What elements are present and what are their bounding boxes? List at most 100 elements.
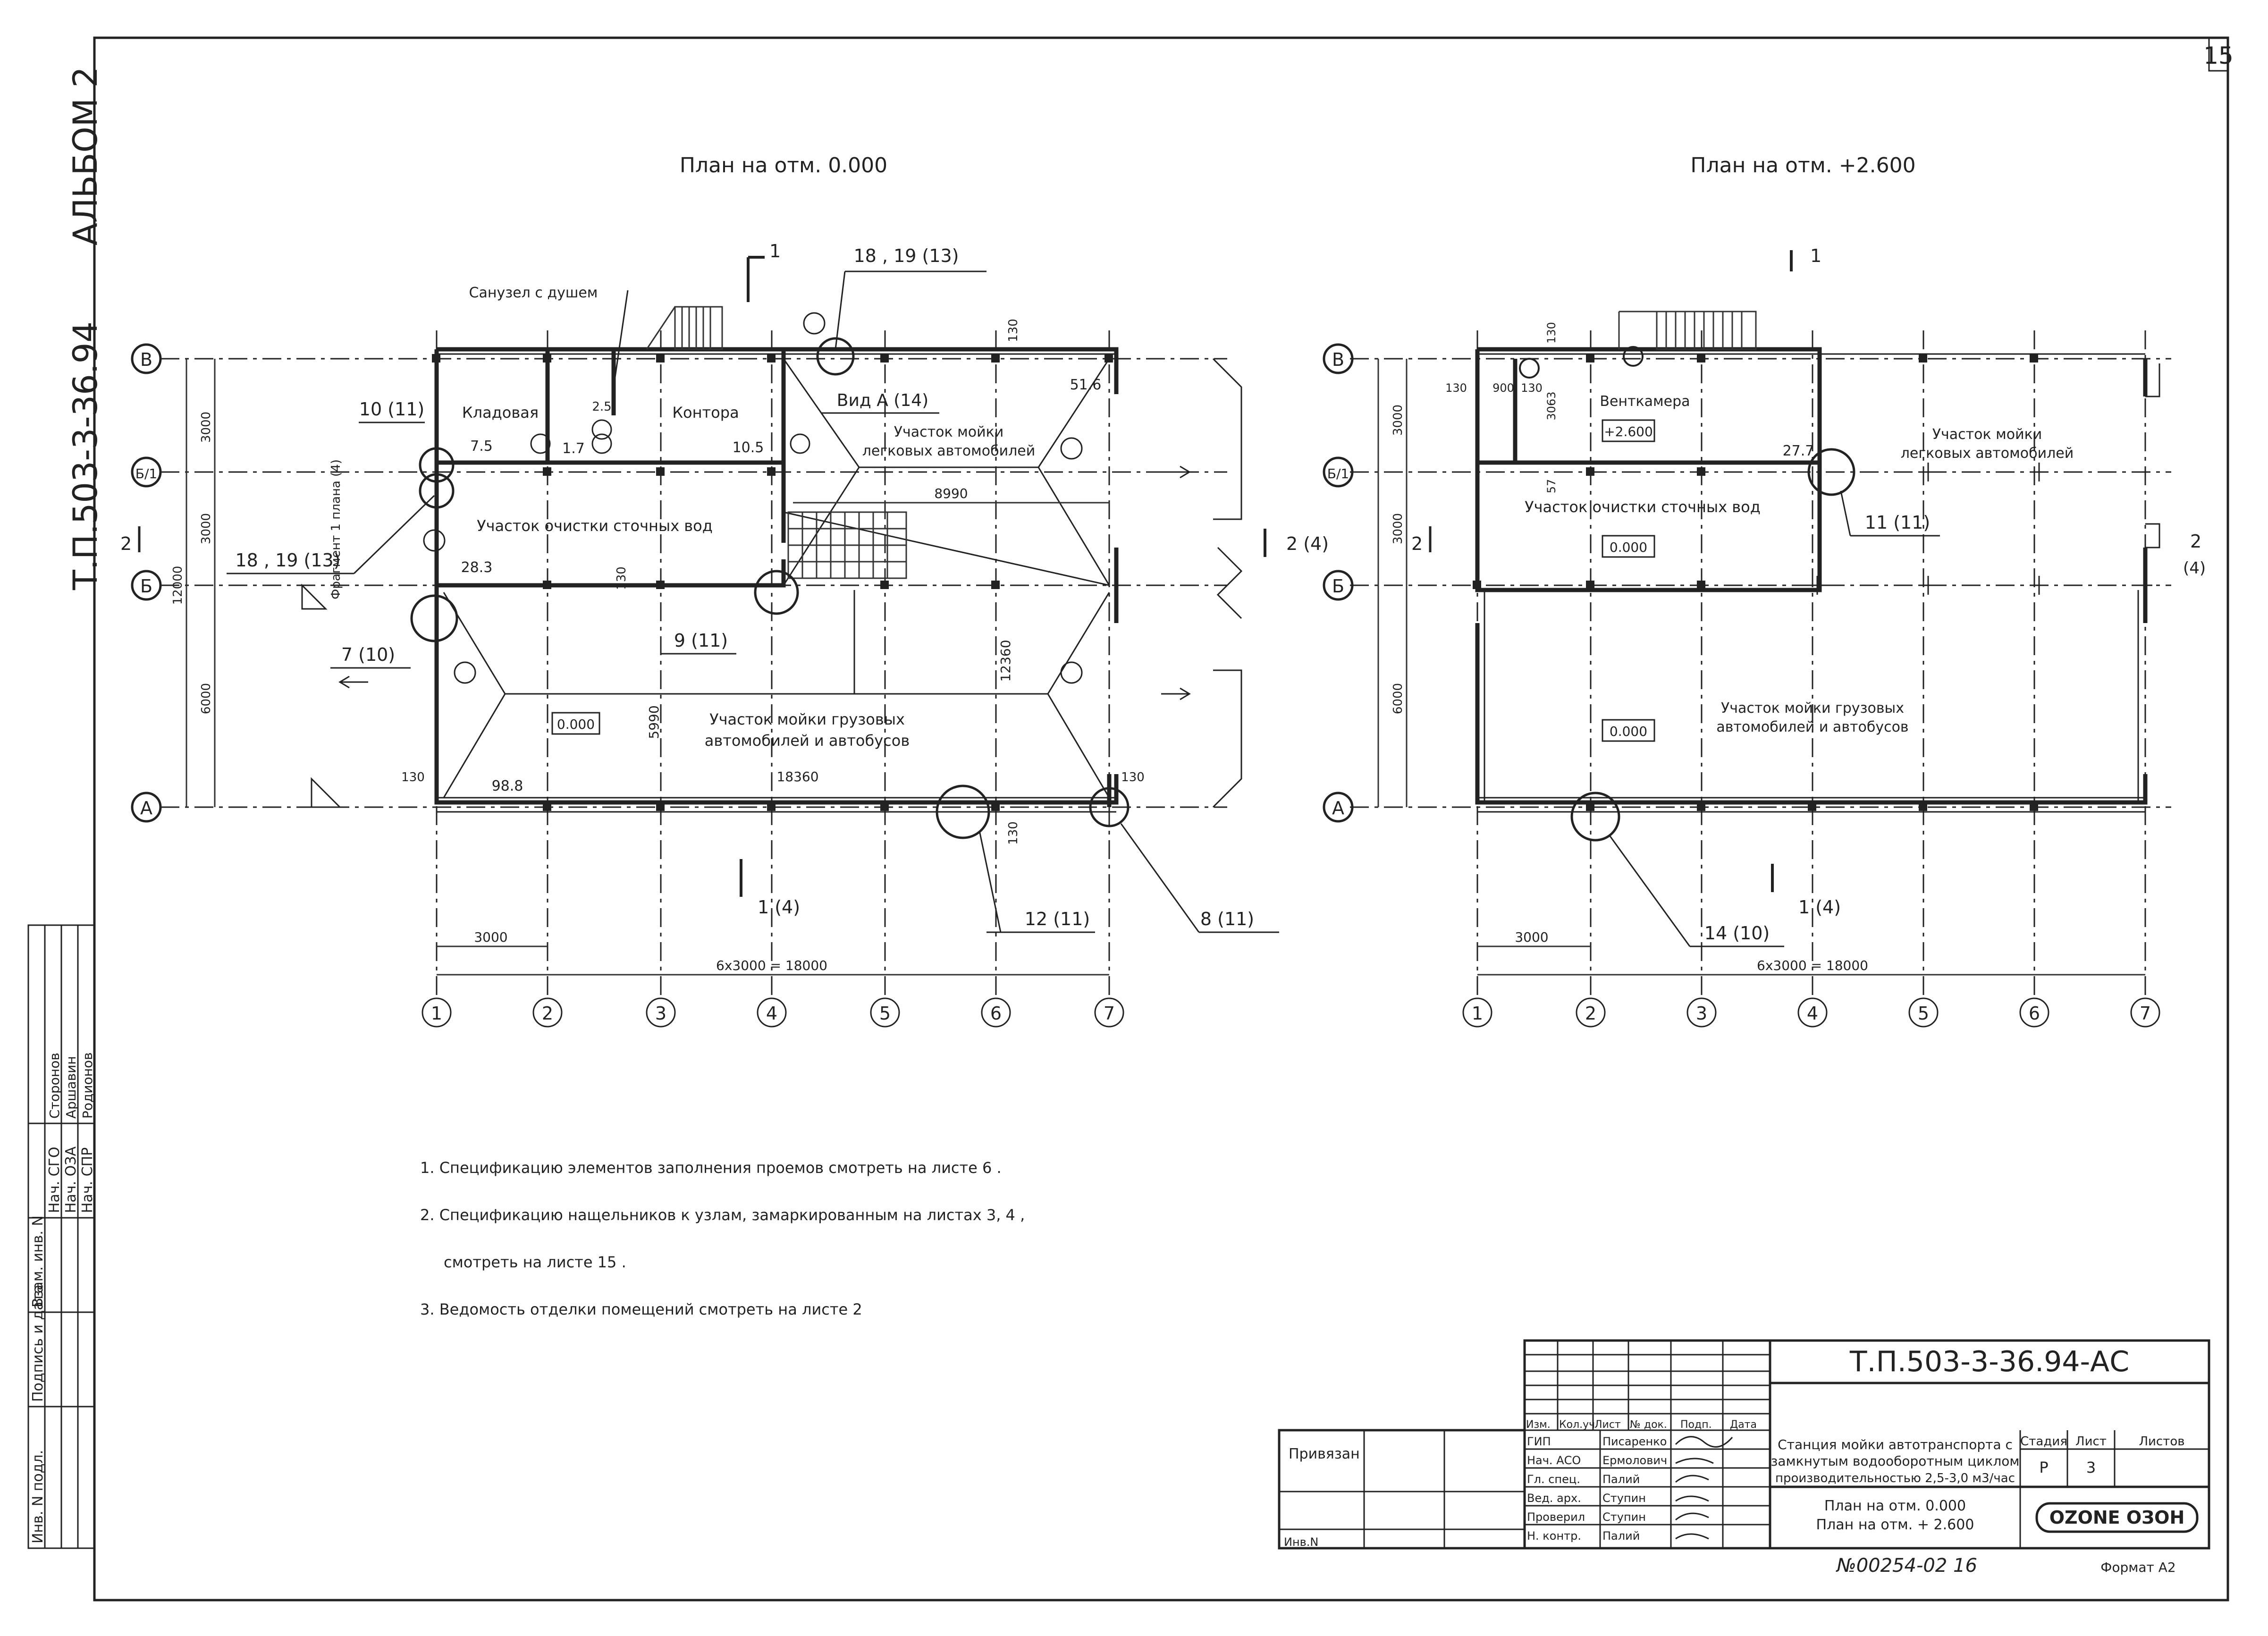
tb-name-5: Палий bbox=[1602, 1529, 1640, 1543]
right-sec2-left: 2 bbox=[1411, 533, 1423, 554]
tb-sheet: 3 bbox=[2086, 1459, 2096, 1476]
left-dim-12000: 12000 bbox=[171, 566, 185, 605]
signatures bbox=[1675, 1436, 1733, 1540]
tb-name-4: Ступин bbox=[1602, 1510, 1646, 1524]
tb-project-0: Станция мойки автотранспорта с bbox=[1778, 1437, 2013, 1452]
tb-stage: Р bbox=[2039, 1459, 2048, 1476]
title-code: Т.П.503-3-36.94-АС bbox=[1849, 1345, 2129, 1378]
right-axis-V: В bbox=[1332, 349, 1344, 370]
title-block: Т.П.503-3-36.94-АС Привязан Инв.N Изм. К… bbox=[1278, 1339, 2210, 1577]
left-sec1-bot: 1 (4) bbox=[758, 897, 800, 918]
tb-role-2: Гл. спец. bbox=[1527, 1473, 1580, 1486]
tb-head-5: Дата bbox=[1730, 1419, 1757, 1431]
right-room-legk-2: легковых автомобилей bbox=[1901, 445, 2074, 462]
tb-company-logo: OZONE ОЗОН bbox=[2049, 1507, 2185, 1528]
left-sec1-top: 1 bbox=[769, 241, 781, 261]
stamp-spr: Нач. СПР bbox=[79, 1147, 96, 1213]
left-axis-V: В bbox=[140, 349, 152, 370]
right-col-1: 1 bbox=[1472, 1003, 1483, 1024]
right-room-ochistka: Участок очистки сточных вод bbox=[1525, 498, 1761, 516]
stamp-oza: Нач. ОЗА bbox=[63, 1146, 79, 1213]
side-code: Т.П.503-3-36.94 bbox=[66, 321, 105, 590]
side-stamp: Инв. N подл. Подпись и дата Взам. инв. N… bbox=[27, 924, 96, 1549]
stamp-vzam: Взам. инв. N bbox=[30, 1215, 46, 1307]
left-dim-130e: 130 bbox=[1006, 821, 1020, 845]
stamp-name-2: Аршавин bbox=[63, 1056, 79, 1119]
note-3: 3. Ведомость отделки помещений смотреть … bbox=[420, 1300, 862, 1318]
right-sec1-top: 1 bbox=[1810, 245, 1821, 266]
right-col-3: 3 bbox=[1696, 1003, 1707, 1024]
plan-right-title: План на отм. +2.600 bbox=[1690, 153, 1915, 177]
sheet-number: 15 bbox=[2203, 42, 2234, 69]
stamp-sgo: Нач. СГО bbox=[46, 1147, 63, 1213]
left-dim-18360: 18360 bbox=[776, 769, 818, 784]
left-callout-811: 8 (11) bbox=[1200, 909, 1254, 929]
left-dim-130d: 130 bbox=[615, 566, 629, 590]
right-dim-900: 900 bbox=[1492, 381, 1514, 395]
right-col-4: 4 bbox=[1807, 1003, 1818, 1024]
left-axis-B1: Б/1 bbox=[135, 466, 157, 481]
plan-left: План на отм. 0.000 В Б/1 Б А bbox=[120, 153, 1329, 1028]
left-callout-1211: 12 (11) bbox=[1025, 909, 1090, 929]
left-dim-130a: 130 bbox=[401, 770, 425, 784]
right-dim-6000: 6000 bbox=[1391, 683, 1405, 714]
left-callout-1819-top: 18 , 19 (13) bbox=[853, 245, 959, 266]
note-1: 1. Спецификацию элементов заполнения про… bbox=[420, 1159, 1002, 1177]
stamp-name-1: Сторонов bbox=[47, 1053, 62, 1119]
left-dim-3000a: 3000 bbox=[199, 412, 213, 443]
left-room-legk-1: Участок мойки bbox=[894, 424, 1003, 440]
left-room-gruz-2: автомобилей и автобусов bbox=[705, 732, 910, 750]
tb-name-2: Палий bbox=[1602, 1473, 1640, 1486]
tb-sheets-head: Листов bbox=[2139, 1434, 2184, 1449]
right-dim-130: 130 bbox=[1545, 322, 1558, 344]
left-col-3: 3 bbox=[655, 1003, 666, 1024]
right-sec1-bot: 1 (4) bbox=[1798, 897, 1841, 918]
inventory-handwritten: №00254-02 16 bbox=[1836, 1555, 1977, 1577]
left-dim-3000b: 3000 bbox=[199, 513, 213, 544]
left-col-6: 6 bbox=[990, 1003, 1002, 1024]
tb-role-4: Проверил bbox=[1527, 1510, 1585, 1524]
left-slope-988: 98.8 bbox=[492, 778, 523, 794]
right-callout-1111: 11 (11) bbox=[1865, 512, 1930, 533]
right-level-gruz: 0.000 bbox=[1610, 724, 1647, 739]
tb-role-1: Нач. АСО bbox=[1527, 1454, 1581, 1467]
left-dim-5990: 5990 bbox=[646, 705, 662, 739]
album-label: АЛЬБОМ 2 bbox=[66, 67, 105, 245]
left-axis-B: Б bbox=[140, 576, 152, 597]
stamp-inv: Инв. N подл. bbox=[30, 1450, 46, 1543]
left-col-4: 4 bbox=[766, 1003, 777, 1024]
tb-head-1: Кол.уч bbox=[1559, 1419, 1595, 1431]
left-room-sanuzel: Санузел с душем bbox=[469, 285, 598, 301]
right-sec2-right: 2 bbox=[2190, 531, 2201, 552]
left-sec2-left: 2 bbox=[120, 533, 132, 554]
right-col-6: 6 bbox=[2029, 1003, 2040, 1024]
notes: 1. Спецификацию элементов заполнения про… bbox=[420, 1159, 1025, 1318]
left-callout-1011: 10 (11) bbox=[359, 399, 424, 420]
left-slope-516: 51.6 bbox=[1070, 377, 1102, 393]
left-fragment: Фрагмент 1 плана (4) bbox=[329, 459, 343, 599]
left-room-kontora: Контора bbox=[672, 404, 739, 422]
tb-head-4: Подп. bbox=[1680, 1419, 1712, 1431]
tb-name-0: Писаренко bbox=[1602, 1435, 1667, 1448]
left-dim-130b: 130 bbox=[1121, 770, 1145, 784]
right-dim-57: 57 bbox=[1545, 479, 1558, 494]
right-dim-total: 6x3000 = 18000 bbox=[1757, 958, 1868, 973]
tb-name-1: Ермолович bbox=[1602, 1454, 1667, 1467]
right-col-5: 5 bbox=[1918, 1003, 1929, 1024]
left-room-ochistka: Участок очистки сточных вод bbox=[477, 517, 713, 535]
left-room-legk-2: легковых автомобилей bbox=[862, 443, 1036, 459]
right-room-legk-1: Участок мойки bbox=[1932, 426, 2042, 443]
right-sec2-right-sub: (4) bbox=[2183, 559, 2206, 578]
right-callout-1410: 14 (10) bbox=[1704, 923, 1770, 944]
note-2-cont: смотреть на листе 15 . bbox=[444, 1253, 626, 1271]
left-dim-130c: 130 bbox=[1006, 319, 1020, 342]
title-inv: Инв.N bbox=[1284, 1535, 1318, 1549]
left-callout-1819-left: 18 , 19 (13) bbox=[235, 550, 340, 571]
left-col-5: 5 bbox=[879, 1003, 891, 1024]
right-axis-B: Б bbox=[1332, 576, 1344, 597]
tb-role-3: Вед. арх. bbox=[1527, 1492, 1581, 1505]
left-slope-283: 28.3 bbox=[461, 559, 493, 576]
right-level-vent: +2.600 bbox=[1604, 424, 1653, 439]
left-dim-bay: 3000 bbox=[474, 929, 507, 945]
